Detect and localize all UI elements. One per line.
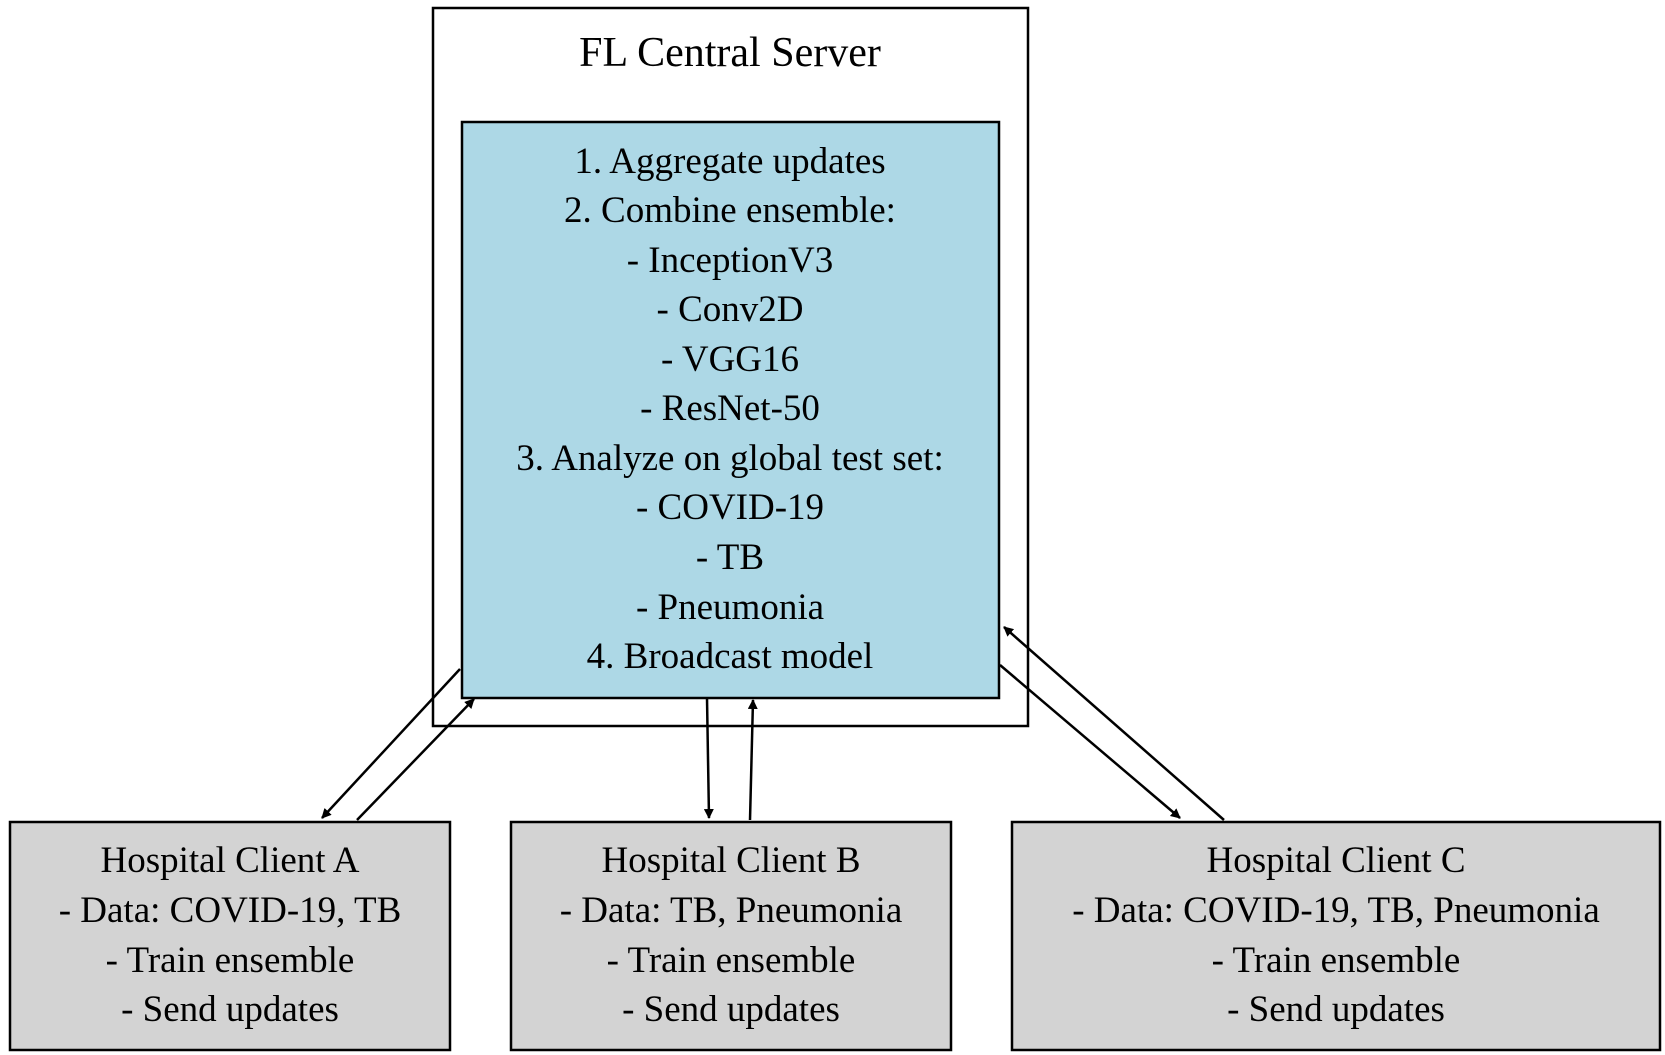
cluster-border <box>431 6 1030 728</box>
server-line: 3. Analyze on global test set: <box>516 438 943 479</box>
client-b-line: - Send updates <box>622 989 840 1030</box>
server-line: - TB <box>696 537 764 578</box>
client-a-line: - Data: COVID-19, TB <box>59 890 402 931</box>
edge-client-a-to-server <box>356 698 475 821</box>
server-line: 4. Broadcast model <box>587 636 874 677</box>
client-b-box <box>509 820 953 1052</box>
server-line: - ResNet-50 <box>640 388 820 429</box>
server-line: - InceptionV3 <box>627 240 834 281</box>
server-node: 1. Aggregate updates 2. Combine ensemble… <box>460 120 1001 700</box>
client-b-title: Hospital Client B <box>602 840 861 881</box>
client-c-line: - Train ensemble <box>1212 940 1461 981</box>
cluster-title: FL Central Server <box>579 30 881 76</box>
server-line: 2. Combine ensemble: <box>564 190 896 231</box>
server-line: - VGG16 <box>661 339 799 380</box>
client-b-node: Hospital Client B - Data: TB, Pneumonia … <box>509 820 953 1052</box>
server-line: - Pneumonia <box>636 587 824 628</box>
client-c-node: Hospital Client C - Data: COVID-19, TB, … <box>1010 820 1662 1052</box>
client-a-node: Hospital Client A - Data: COVID-19, TB -… <box>8 820 452 1052</box>
client-c-line: - Send updates <box>1227 989 1445 1030</box>
client-c-box <box>1010 820 1662 1052</box>
edge-server-to-client-b <box>703 697 714 819</box>
server-line: - Conv2D <box>657 289 804 330</box>
edge-client-c-to-server <box>1003 626 1225 821</box>
edge-client-b-to-server <box>747 699 758 821</box>
client-b-line: - Data: TB, Pneumonia <box>560 890 903 931</box>
edge-server-to-client-c <box>999 664 1181 819</box>
client-c-line: - Data: COVID-19, TB, Pneumonia <box>1072 890 1600 931</box>
client-c-title: Hospital Client C <box>1207 840 1466 881</box>
central-server-cluster: FL Central Server <box>431 6 1030 728</box>
client-b-line: - Train ensemble <box>607 940 856 981</box>
client-a-title: Hospital Client A <box>101 840 360 881</box>
server-node-box <box>460 120 1001 700</box>
edge-server-to-client-a <box>321 668 461 819</box>
server-line: 1. Aggregate updates <box>574 141 885 182</box>
client-a-box <box>8 820 452 1052</box>
edges <box>321 626 1225 821</box>
server-line: - COVID-19 <box>636 487 824 528</box>
client-a-line: - Send updates <box>121 989 339 1030</box>
client-a-line: - Train ensemble <box>106 940 355 981</box>
